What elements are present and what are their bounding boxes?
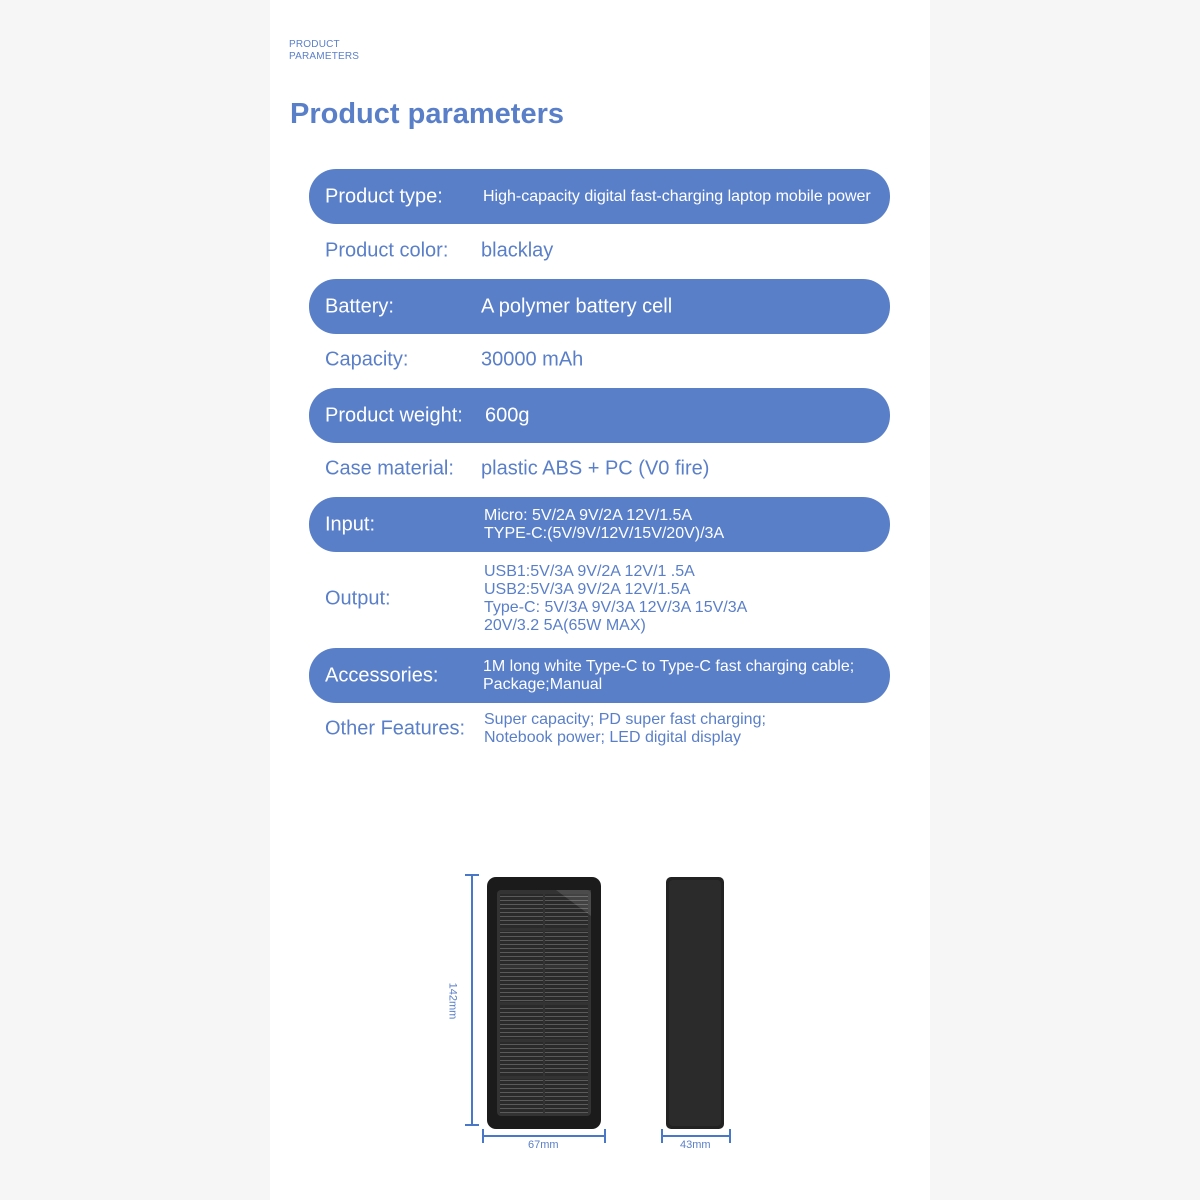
param-value-line: USB2:5V/3A 9V/2A 12V/1.5A	[484, 580, 691, 598]
param-label: Product weight:	[325, 404, 463, 426]
width-dimension-cap-left	[482, 1129, 484, 1143]
param-label: Accessories:	[325, 664, 439, 686]
param-value: blacklay	[481, 239, 554, 262]
page-title: Product parameters	[290, 98, 564, 130]
param-value-line: Micro: 5V/2A 9V/2A 12V/1.5A	[484, 506, 693, 524]
param-row-product-color: Product color: blacklay	[309, 224, 890, 278]
solar-cells	[500, 894, 588, 1113]
height-dimension-line	[471, 874, 473, 1126]
param-row-capacity: Capacity: 30000 mAh	[309, 333, 890, 387]
param-label: Product type:	[325, 185, 443, 207]
depth-dimension-cap-left	[661, 1129, 663, 1143]
width-dimension-label: 67mm	[528, 1139, 559, 1151]
param-label: Case material:	[325, 457, 454, 480]
panel-glare	[556, 890, 591, 916]
param-value: 600g	[485, 404, 530, 426]
param-row-weight: Product weight: 600g	[309, 388, 890, 443]
param-value-line: Type-C: 5V/3A 9V/3A 12V/3A 15V/3A	[484, 598, 748, 616]
param-label: Battery:	[325, 295, 394, 317]
param-label: Input:	[325, 513, 376, 535]
height-dimension-cap-bottom	[465, 1124, 479, 1126]
depth-dimension-label: 43mm	[680, 1139, 711, 1151]
param-label: Other Features:	[325, 717, 466, 740]
param-value: USB1:5V/3A 9V/2A 12V/1 .5A USB2:5V/3A 9V…	[484, 563, 747, 635]
param-value: 30000 mAh	[481, 348, 584, 371]
param-label: Output:	[325, 587, 391, 609]
height-dimension-cap-top	[465, 874, 479, 876]
kicker-line-2: PARAMETERS	[289, 51, 360, 62]
param-value: Super capacity; PD super fast charging; …	[484, 711, 766, 747]
param-value: A polymer battery cell	[481, 295, 673, 317]
power-bank-side-view	[666, 877, 724, 1129]
param-row-input: Input: Micro: 5V/2A 9V/2A 12V/1.5A TYPE-…	[309, 497, 890, 552]
kicker-line-1: PRODUCT	[289, 39, 340, 50]
param-value-line: 1M long white Type-C to Type-C fast char…	[483, 657, 855, 675]
param-row-output: Output: USB1:5V/3A 9V/2A 12V/1 .5A USB2:…	[309, 556, 890, 641]
param-value: High-capacity digital fast-charging lapt…	[483, 187, 871, 205]
param-label: Product color:	[325, 239, 449, 262]
param-value-line: Notebook power; LED digital display	[484, 729, 742, 746]
depth-dimension-line	[661, 1135, 731, 1137]
power-bank-front-view	[487, 877, 601, 1129]
param-value-line: USB1:5V/3A 9V/2A 12V/1 .5A	[484, 562, 695, 580]
param-value-line: Package;Manual	[483, 675, 603, 693]
param-value-line: TYPE-C:(5V/9V/12V/15V/20V)/3A	[484, 524, 725, 542]
section-kicker: PRODUCT PARAMETERS	[289, 39, 359, 63]
param-row-case-material: Case material: plastic ABS + PC (V0 fire…	[309, 442, 890, 496]
width-dimension-line	[482, 1135, 606, 1137]
width-dimension-cap-right	[604, 1129, 606, 1143]
param-value: Micro: 5V/2A 9V/2A 12V/1.5A TYPE-C:(5V/9…	[484, 507, 724, 543]
param-value: 1M long white Type-C to Type-C fast char…	[483, 658, 854, 694]
height-dimension-label: 142mm	[446, 982, 459, 1020]
param-value-line: 20V/3.2 5A(65W MAX)	[484, 616, 646, 634]
param-row-product-type: Product type: High-capacity digital fast…	[309, 169, 890, 224]
param-row-battery: Battery: A polymer battery cell	[309, 279, 890, 334]
param-row-accessories: Accessories: 1M long white Type-C to Typ…	[309, 648, 890, 703]
param-label: Capacity:	[325, 348, 409, 371]
param-value-line: Super capacity; PD super fast charging;	[484, 711, 766, 728]
device-side-face	[669, 880, 721, 1126]
param-value: plastic ABS + PC (V0 fire)	[481, 457, 710, 480]
param-row-other-features: Other Features: Super capacity; PD super…	[309, 703, 890, 755]
depth-dimension-cap-right	[729, 1129, 731, 1143]
